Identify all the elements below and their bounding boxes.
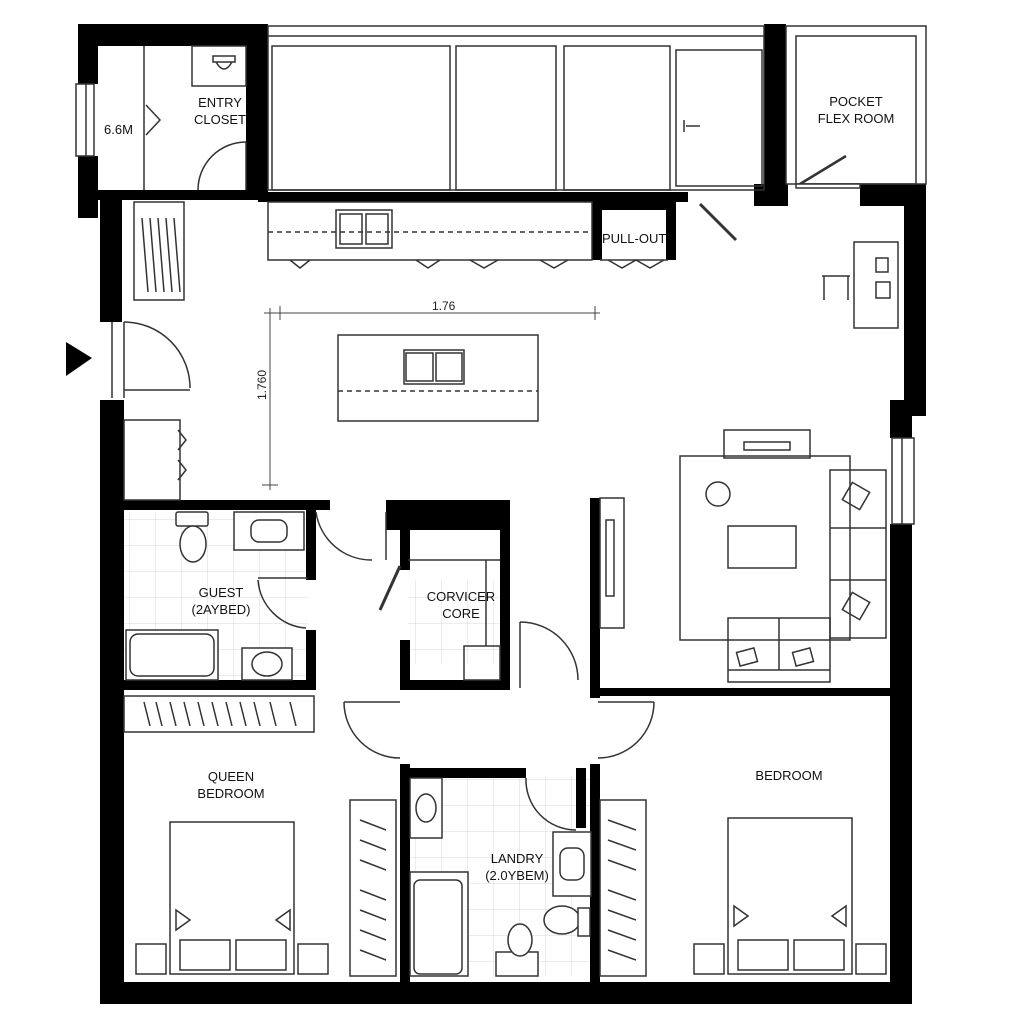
laundry-fixtures (409, 777, 592, 977)
kitchen-counter (267, 201, 738, 269)
room-label-guest: GUEST (2AYBED) (191, 585, 251, 617)
hall-doors (343, 621, 655, 759)
dimension-horizontal: 1.76 (432, 299, 456, 313)
room-label-queen-bedroom: QUEEN BEDROOM (197, 769, 265, 801)
kitchen-island (337, 334, 539, 422)
dimension-closet: 6.6M (104, 122, 133, 137)
dimension-lines (262, 306, 600, 490)
room-label-bedroom: BEDROOM (755, 768, 823, 783)
queen-bed (135, 821, 329, 975)
sink-icon (403, 349, 465, 385)
bedroom-furniture (599, 799, 887, 977)
desk (822, 241, 899, 329)
hanger-icon (145, 104, 162, 136)
dimension-vertical: 1.760 (255, 369, 269, 401)
living-furniture (599, 429, 887, 683)
entry-door (111, 321, 191, 398)
walls (78, 24, 926, 1004)
room-label-pocket-flex: POCKET FLEX ROOM (817, 94, 895, 126)
toilet-icon (212, 55, 236, 63)
door-swing-arc (197, 141, 247, 191)
room-label-laundry: LANDRY (2.0YBEM) (485, 851, 549, 883)
room-label-pull-out: PULL-OUT (602, 231, 667, 246)
wardrobe-queen (123, 695, 397, 977)
toilet-icon (215, 61, 233, 70)
guest-bath-fixtures (125, 511, 402, 681)
room-label-service-core: CORVICER CORE (426, 589, 496, 621)
wardrobe-left (133, 201, 185, 301)
sofa (829, 469, 887, 639)
window-glazing (267, 25, 927, 191)
entry-arrow-icon (66, 342, 92, 376)
room-label-entry-closet: ENTRY CLOSET (193, 95, 246, 127)
door-handle-icon (683, 120, 700, 132)
core-tiles (408, 580, 500, 664)
door-swing-arc (315, 511, 373, 561)
